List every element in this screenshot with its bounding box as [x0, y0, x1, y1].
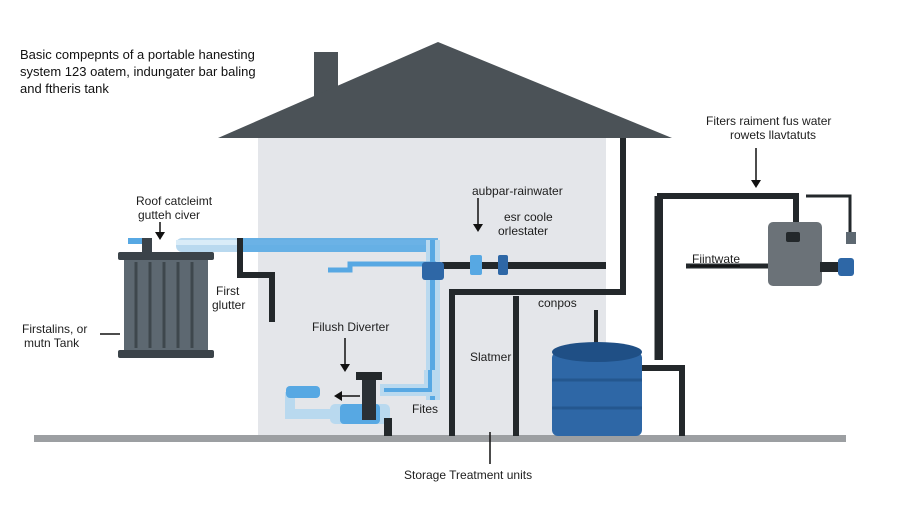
label-first-tank-1: Firstalins, or [22, 322, 88, 336]
label-above-rainwater: aubpar-rainwater [472, 184, 563, 198]
label-first-gutter-2: glutter [212, 298, 246, 312]
callout-arrows [100, 148, 761, 464]
overflow-pipe [328, 261, 436, 273]
label-esr-coole: esr coole [504, 210, 553, 224]
label-flush-diverter: Filush Diverter [312, 320, 390, 334]
diagram-title: Basic compepnts of a portable hanesting … [20, 46, 256, 97]
label-first-gutter-1: First [216, 284, 240, 298]
first-flush-tank [118, 238, 214, 358]
distribution-rod [442, 262, 606, 269]
label-storage-units: Storage Treatment units [404, 468, 533, 482]
label-first-tank-2: mutn Tank [24, 336, 80, 350]
label-statmer: Slatmer [470, 350, 512, 364]
first-gutter-pipe [237, 238, 275, 322]
title-line-2: system 123 oatem, indungater bar baling [20, 64, 256, 79]
label-roof-catchment: Roof catcleimt [136, 194, 213, 208]
label-filters-2: rowets llavtatuts [730, 128, 817, 142]
roof-downpipe [449, 138, 626, 312]
label-flintwate: Fiintwate [692, 252, 741, 266]
title-line-1: Basic compepnts of a portable hanesting [20, 47, 255, 62]
storage-tank [552, 342, 642, 436]
label-filters-1: Fiters raiment fus water [706, 114, 832, 128]
treatment-supply-pipe [642, 365, 685, 436]
title-line-3: and ftheris tank [20, 81, 109, 96]
flush-diverter-assembly [285, 370, 436, 436]
label-compos: conpos [538, 296, 577, 310]
roof [218, 42, 672, 138]
treatment-unit [768, 194, 856, 286]
ground-line [34, 435, 846, 442]
inline-valve [422, 262, 444, 280]
label-gutter-diverter: gutteh civer [138, 208, 201, 222]
label-fites: Fites [412, 402, 439, 416]
label-orlestater: orlestater [498, 224, 549, 238]
